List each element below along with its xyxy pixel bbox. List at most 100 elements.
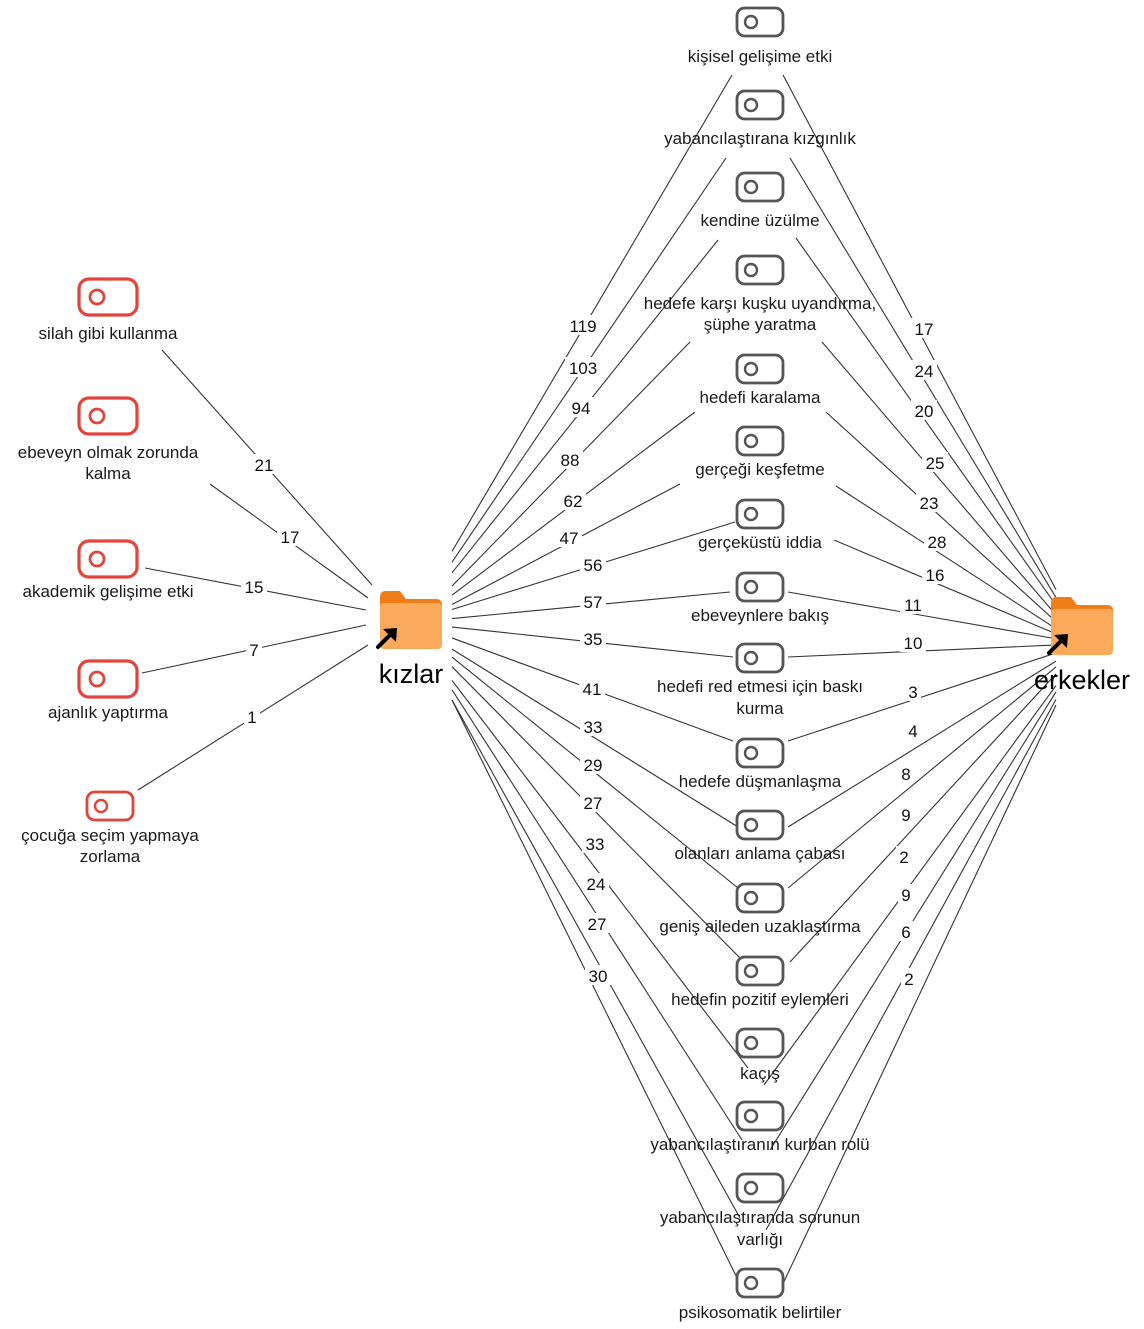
code-icon-dot xyxy=(743,262,759,278)
label-line: akademik gelişime etki xyxy=(22,582,193,601)
code-icon-body xyxy=(735,955,785,987)
weight-kacis-erkekler: 2 xyxy=(896,846,912,867)
edge-weight-bg xyxy=(568,397,594,417)
code-node-genis-aileden-uzaklastirma: geniş aileden uzaklaştırma xyxy=(659,882,861,936)
code-icon-body xyxy=(77,539,139,579)
edge-weight-bg xyxy=(560,490,586,510)
shortcut-arrowhead-icon xyxy=(383,628,397,642)
code-node-ebeveynlere-bakis: ebeveynlere bakış xyxy=(691,571,829,625)
folder-front-icon xyxy=(380,603,442,649)
edge-weight-label: 2 xyxy=(899,848,908,867)
label-line: hedefi karalama xyxy=(700,388,822,407)
hub-label-erkekler: erkekler xyxy=(1034,665,1130,695)
weight-yabancilastiranin-kurban-rolu-kizlar: 24 xyxy=(583,873,609,894)
code-icon-body xyxy=(735,89,785,121)
edge-hedefe-karsi-kusku-uyandirma-suphe-yaratma-erkekler xyxy=(821,341,1057,616)
edge-weight-bg xyxy=(580,591,606,611)
weight-ebeveyn-olmak-zorunda-kalma: 17 xyxy=(277,526,303,547)
code-icon-dot xyxy=(88,407,106,425)
label-line: kendine üzülme xyxy=(700,211,819,230)
edge-yabancilastiranin-kurban-rolu-erkekler xyxy=(769,691,1057,1151)
code-label: gerçeği keşfetme xyxy=(695,460,824,479)
weight-gercekustu-iddia-erkekler: 16 xyxy=(922,564,948,585)
edge-weight-label: 9 xyxy=(901,886,910,905)
code-icon xyxy=(77,659,139,699)
label-line: olanları anlama çabası xyxy=(674,844,845,863)
label-line: hedefin pozitif eylemleri xyxy=(671,990,849,1009)
code-icon xyxy=(735,254,785,286)
code-icon xyxy=(85,790,135,822)
code-icon xyxy=(735,809,785,841)
code-node-kendine-uzulme: kendine üzülme xyxy=(700,171,820,230)
code-icon-dot xyxy=(743,579,759,595)
code-icon xyxy=(77,539,139,579)
weight-ajanlik-yaptirma: 7 xyxy=(246,639,262,660)
code-icon-body xyxy=(735,1172,785,1204)
code-node-yabancilastiranin-kurban-rolu: yabancılaştıranın kurban rolü xyxy=(650,1100,870,1154)
edge-hedefe-dusmanlasma-erkekler xyxy=(787,652,1057,742)
label-line: gerçeküstü iddia xyxy=(698,533,822,552)
edge-weight-label: 25 xyxy=(926,454,945,473)
edge-yabancilastiranda-sorunun-varligi-kizlar xyxy=(451,699,741,1219)
code-icon-dot xyxy=(743,817,759,833)
edge-weight-label: 4 xyxy=(908,722,917,741)
weight-ebeveynlere-bakis-kizlar: 57 xyxy=(580,591,606,612)
edge-weight-label: 24 xyxy=(915,362,934,381)
edge-weight-bg xyxy=(911,318,937,338)
edge-weight-label: 35 xyxy=(584,630,603,649)
weight-olanlari-anlama-cabasi-kizlar: 33 xyxy=(580,716,606,737)
weight-hedefi-karalama-erkekler: 23 xyxy=(916,492,942,513)
code-icon xyxy=(735,955,785,987)
code-label: hedefe karşı kuşku uyandırma,şüphe yarat… xyxy=(644,294,876,334)
weight-hedefi-red-etmesi-icin-baski-kurma-erkekler: 10 xyxy=(900,632,926,653)
code-icon-body xyxy=(735,1100,785,1132)
weight-hedefin-pozitif-eylemleri-kizlar: 27 xyxy=(580,792,606,813)
edge-weight-label: 2 xyxy=(904,970,913,989)
weight-kacis-kizlar: 33 xyxy=(582,833,608,854)
edge-weight-bg xyxy=(900,594,926,614)
code-label: psikosomatik belirtiler xyxy=(679,1303,842,1322)
folder-shortcut-icon xyxy=(376,591,442,649)
code-icon-dot xyxy=(88,670,106,688)
edge-weight-bg xyxy=(916,492,942,512)
code-label: akademik gelişime etki xyxy=(22,582,193,601)
edge-psikosomatik-belirtiler-kizlar xyxy=(451,699,747,1297)
label-line: yabancılaştıranda sorunun xyxy=(660,1208,860,1227)
edge-weight-label: 20 xyxy=(915,402,934,421)
folder-front-icon xyxy=(1051,609,1113,655)
label-line: varlığı xyxy=(737,1230,783,1249)
weight-gercekustu-iddia-kizlar: 56 xyxy=(580,554,606,575)
label-line: kişisel gelişime etki xyxy=(688,47,833,66)
code-node-silah-gibi-kullanma: silah gibi kullanma xyxy=(39,277,178,343)
label-line: psikosomatik belirtiler xyxy=(679,1303,842,1322)
code-icon-dot xyxy=(743,890,759,906)
hub-kizlar: kızlar xyxy=(376,591,444,689)
code-icon-body xyxy=(735,498,785,530)
weight-cocuga-secim-yapmaya-zorlama: 1 xyxy=(244,706,260,727)
edge-weight-bg xyxy=(251,454,277,474)
code-icon-dot xyxy=(743,14,759,30)
weight-silah-gibi-kullanma: 21 xyxy=(251,454,277,475)
code-label: yabancılaştıranda sorunun varlığı xyxy=(660,1208,860,1249)
edge-weight-label: 94 xyxy=(572,399,591,418)
edge-weight-bg xyxy=(898,884,914,904)
code-node-yabancilastirana-kizginlik: yabancılaştırana kızgınlık xyxy=(664,89,856,148)
label-line: geniş aileden uzaklaştırma xyxy=(659,917,861,936)
code-label: ajanlık yaptırma xyxy=(48,703,169,722)
code-icon-dot xyxy=(88,550,106,568)
label-line: kalma xyxy=(85,464,131,483)
edge-weight-label: 17 xyxy=(281,528,300,547)
code-label: kendine üzülme xyxy=(700,211,819,230)
code-icon-dot xyxy=(743,97,759,113)
code-icon-body xyxy=(77,396,139,436)
hub-label-kizlar: kızlar xyxy=(379,659,444,689)
code-icon xyxy=(735,571,785,603)
label-line: gerçeği keşfetme xyxy=(695,460,824,479)
edge-olanlari-anlama-cabasi-kizlar xyxy=(451,648,739,828)
edge-weight-bg xyxy=(582,833,608,853)
edge-ebeveynlere-bakis-erkekler xyxy=(787,591,1057,640)
edge-weight-label: 28 xyxy=(928,533,947,552)
